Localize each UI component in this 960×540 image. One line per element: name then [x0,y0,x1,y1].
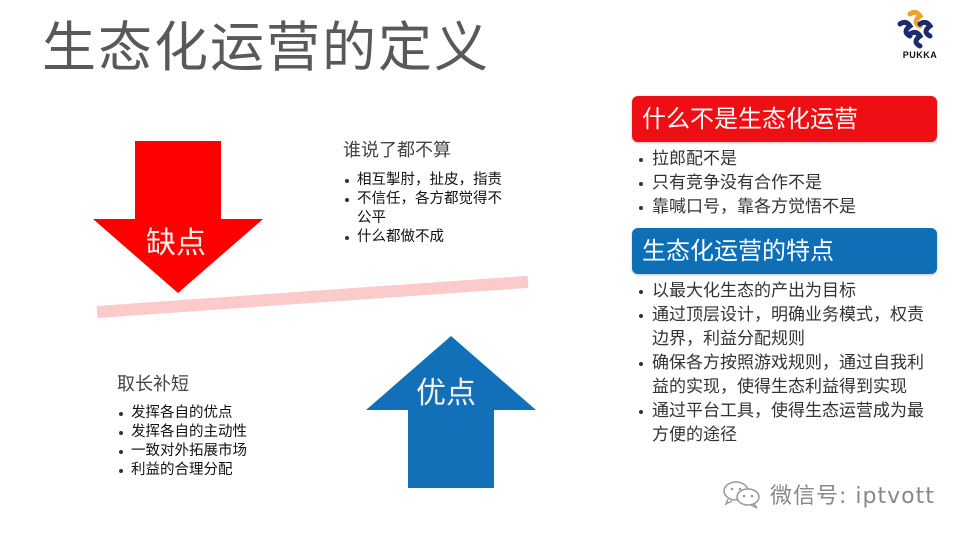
up-arrow-icon [366,336,536,488]
watermark-text: 微信号: iptvott [770,484,935,509]
list-item: 确保各方按照游戏规则，通过自我利益的实现，使得生态利益得到实现 [636,351,926,399]
slide-title: 生态化运营的定义 [42,16,490,79]
disadvantage-label: 缺点 [146,226,206,261]
advantage-section: 取长补短 发挥各自的优点 发挥各自的主动性 一致对外拓展市场 利益的合理分配 [117,370,247,480]
list-item: 通过平台工具，使得生态运营成为最方便的途径 [636,399,926,447]
disadvantage-section: 谁说了都不算 相互掣肘，扯皮，指责 不信任，各方都觉得不公平 什么都做不成 [343,136,511,247]
disadvantage-heading: 谁说了都不算 [343,140,451,161]
disadvantage-list: 相互掣肘，扯皮，指责 不信任，各方都觉得不公平 什么都做不成 [343,171,511,247]
list-item: 以最大化生态的产出为目标 [636,279,926,303]
features-section-header: 生态化运营的特点 [632,228,937,274]
watermark: 微信号: iptvott [722,478,935,510]
list-item: 通过顶层设计，明确业务模式，权责边界，利益分配规则 [636,303,926,351]
advantage-label: 优点 [416,376,476,411]
features-section-list: 以最大化生态的产出为目标 通过顶层设计，明确业务模式，权责边界，利益分配规则 确… [636,279,926,447]
pukka-logo-icon [897,9,934,49]
list-item: 什么都做不成 [343,228,511,247]
advantage-heading: 取长补短 [117,374,189,395]
list-item: 相互掣肘，扯皮，指责 [343,171,511,190]
list-item: 只有竞争没有合作不是 [636,171,936,195]
wechat-icon [723,481,760,509]
list-item: 发挥各自的主动性 [117,423,247,442]
list-item: 利益的合理分配 [117,461,247,480]
down-arrow-icon [93,141,263,293]
list-item: 拉郎配不是 [636,147,936,171]
list-item: 发挥各自的优点 [117,404,247,423]
not-section-list: 拉郎配不是 只有竞争没有合作不是 靠喊口号，靠各方觉悟不是 [636,147,936,219]
logo-text: PUKKA [902,50,938,60]
list-item: 一致对外拓展市场 [117,442,247,461]
list-item: 不信任，各方都觉得不公平 [343,190,511,228]
list-item: 靠喊口号，靠各方觉悟不是 [636,195,936,219]
not-section-header: 什么不是生态化运营 [632,96,937,142]
advantage-list: 发挥各自的优点 发挥各自的主动性 一致对外拓展市场 利益的合理分配 [117,404,247,480]
